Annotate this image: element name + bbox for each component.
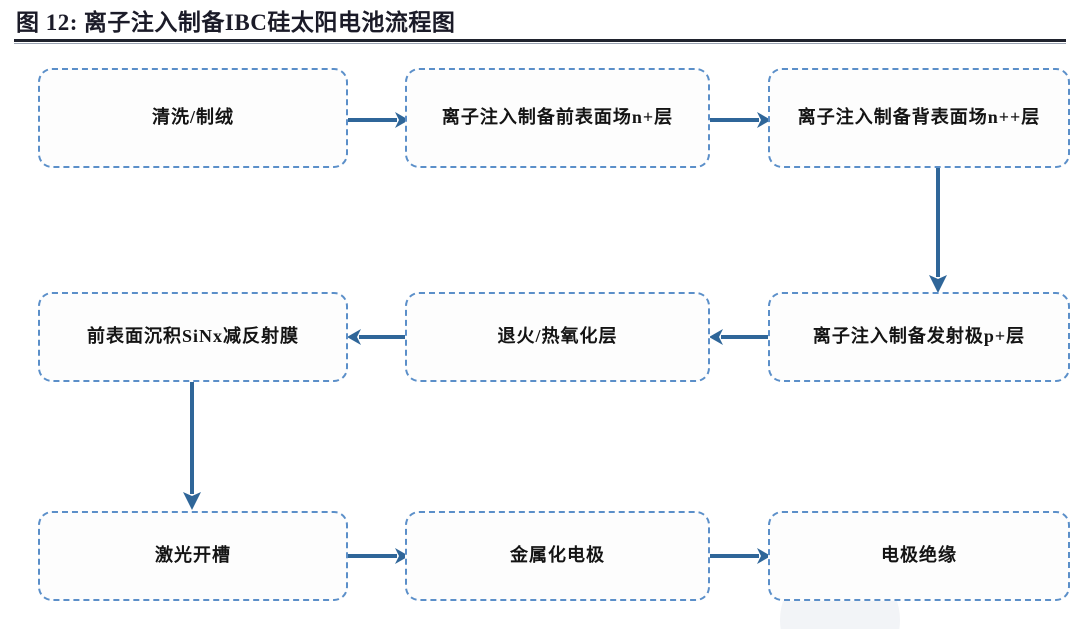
- flow-node-label: 金属化电极: [510, 545, 605, 566]
- flow-node-label: 前表面沉积SiNx减反射膜: [86, 326, 299, 347]
- figure-header: 图 12:离子注入制备IBC硅太阳电池流程图: [0, 0, 1080, 44]
- figure-title-text: 离子注入制备IBC硅太阳电池流程图: [83, 10, 456, 35]
- flow-edge-n5-n6: [345, 325, 411, 349]
- figure-number: 图 12:: [16, 10, 78, 35]
- flow-node-label: 电极绝缘: [881, 545, 957, 566]
- flow-node-n1[interactable]: 清洗/制绒: [38, 68, 348, 168]
- flow-node-label: 离子注入制备前表面场n+层: [441, 107, 674, 128]
- flow-edge-n2-n3: [707, 108, 773, 132]
- flow-node-n8[interactable]: 金属化电极: [405, 511, 710, 601]
- flow-node-label: 离子注入制备背表面场n++层: [797, 107, 1041, 128]
- flow-node-n9[interactable]: 电极绝缘: [768, 511, 1070, 601]
- flow-node-label: 激光开槽: [155, 545, 231, 566]
- flow-node-label: 退火/热氧化层: [497, 326, 618, 347]
- flow-edge-n3-n4: [926, 165, 950, 295]
- page-title: 图 12:离子注入制备IBC硅太阳电池流程图: [16, 3, 455, 37]
- flow-node-n7[interactable]: 激光开槽: [38, 511, 348, 601]
- flow-node-n4[interactable]: 离子注入制备发射极p+层: [768, 292, 1070, 382]
- flow-edge-n1-n2: [345, 108, 411, 132]
- flow-node-n2[interactable]: 离子注入制备前表面场n+层: [405, 68, 710, 168]
- flow-edge-n4-n5: [707, 325, 773, 349]
- flow-node-label: 离子注入制备发射极p+层: [812, 326, 1026, 347]
- flow-node-n3[interactable]: 离子注入制备背表面场n++层: [768, 68, 1070, 168]
- header-divider-thin: [14, 43, 1066, 44]
- flow-node-n6[interactable]: 前表面沉积SiNx减反射膜: [38, 292, 348, 382]
- flow-edge-n8-n9: [707, 544, 773, 568]
- header-divider: [14, 39, 1066, 42]
- flow-edge-n7-n8: [345, 544, 411, 568]
- flow-node-n5[interactable]: 退火/热氧化层: [405, 292, 710, 382]
- flow-edge-n6-n7: [180, 382, 204, 512]
- flow-node-label: 清洗/制绒: [151, 107, 234, 128]
